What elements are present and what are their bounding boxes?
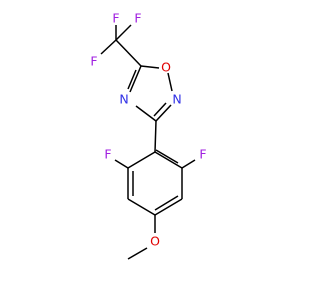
atom-f-cf3-left: F [90, 54, 97, 69]
bond-c5-n4 [129, 65, 142, 93]
bond-cf3-c5 [115, 39, 142, 67]
atom-f-cf3-top: F [112, 11, 119, 26]
atom-n-ring-left: N [119, 92, 128, 107]
bond-n2-c3-double [153, 102, 167, 117]
bond-ar-1-2 [127, 151, 156, 169]
bond-ar-1-6-inner [155, 149, 179, 164]
bond-c5-n4-double [127, 69, 137, 90]
bond-ar-f-left [114, 159, 129, 169]
atom-o-ring: O [161, 60, 171, 75]
bond-ar-f-right [181, 159, 196, 169]
bond-ar-4-5 [154, 198, 183, 216]
atom-f-aryl-right: F [199, 147, 206, 162]
atom-f-aryl-left: F [104, 147, 111, 162]
atom-o-methoxy: O [150, 234, 160, 249]
bond-c5-o1 [140, 65, 160, 69]
bond-ar-1-6 [154, 151, 183, 169]
atom-f-cf3-right: F [134, 11, 141, 26]
bond-ar-4-5-inner [154, 195, 179, 211]
molecule-structure: F F F O N N F F O [90, 11, 207, 260]
bond-o1-n2 [167, 72, 173, 92]
atom-n-ring-right: N [172, 92, 181, 107]
bond-o-methyl [127, 247, 148, 260]
bond-c-f-left [100, 39, 117, 55]
bond-ar-3-4 [127, 198, 156, 216]
bond-c-f-right [115, 24, 132, 41]
bond-n4-c3 [135, 105, 157, 122]
bond-c3-aryl [154, 120, 157, 153]
bond-n2-c3 [155, 104, 172, 122]
